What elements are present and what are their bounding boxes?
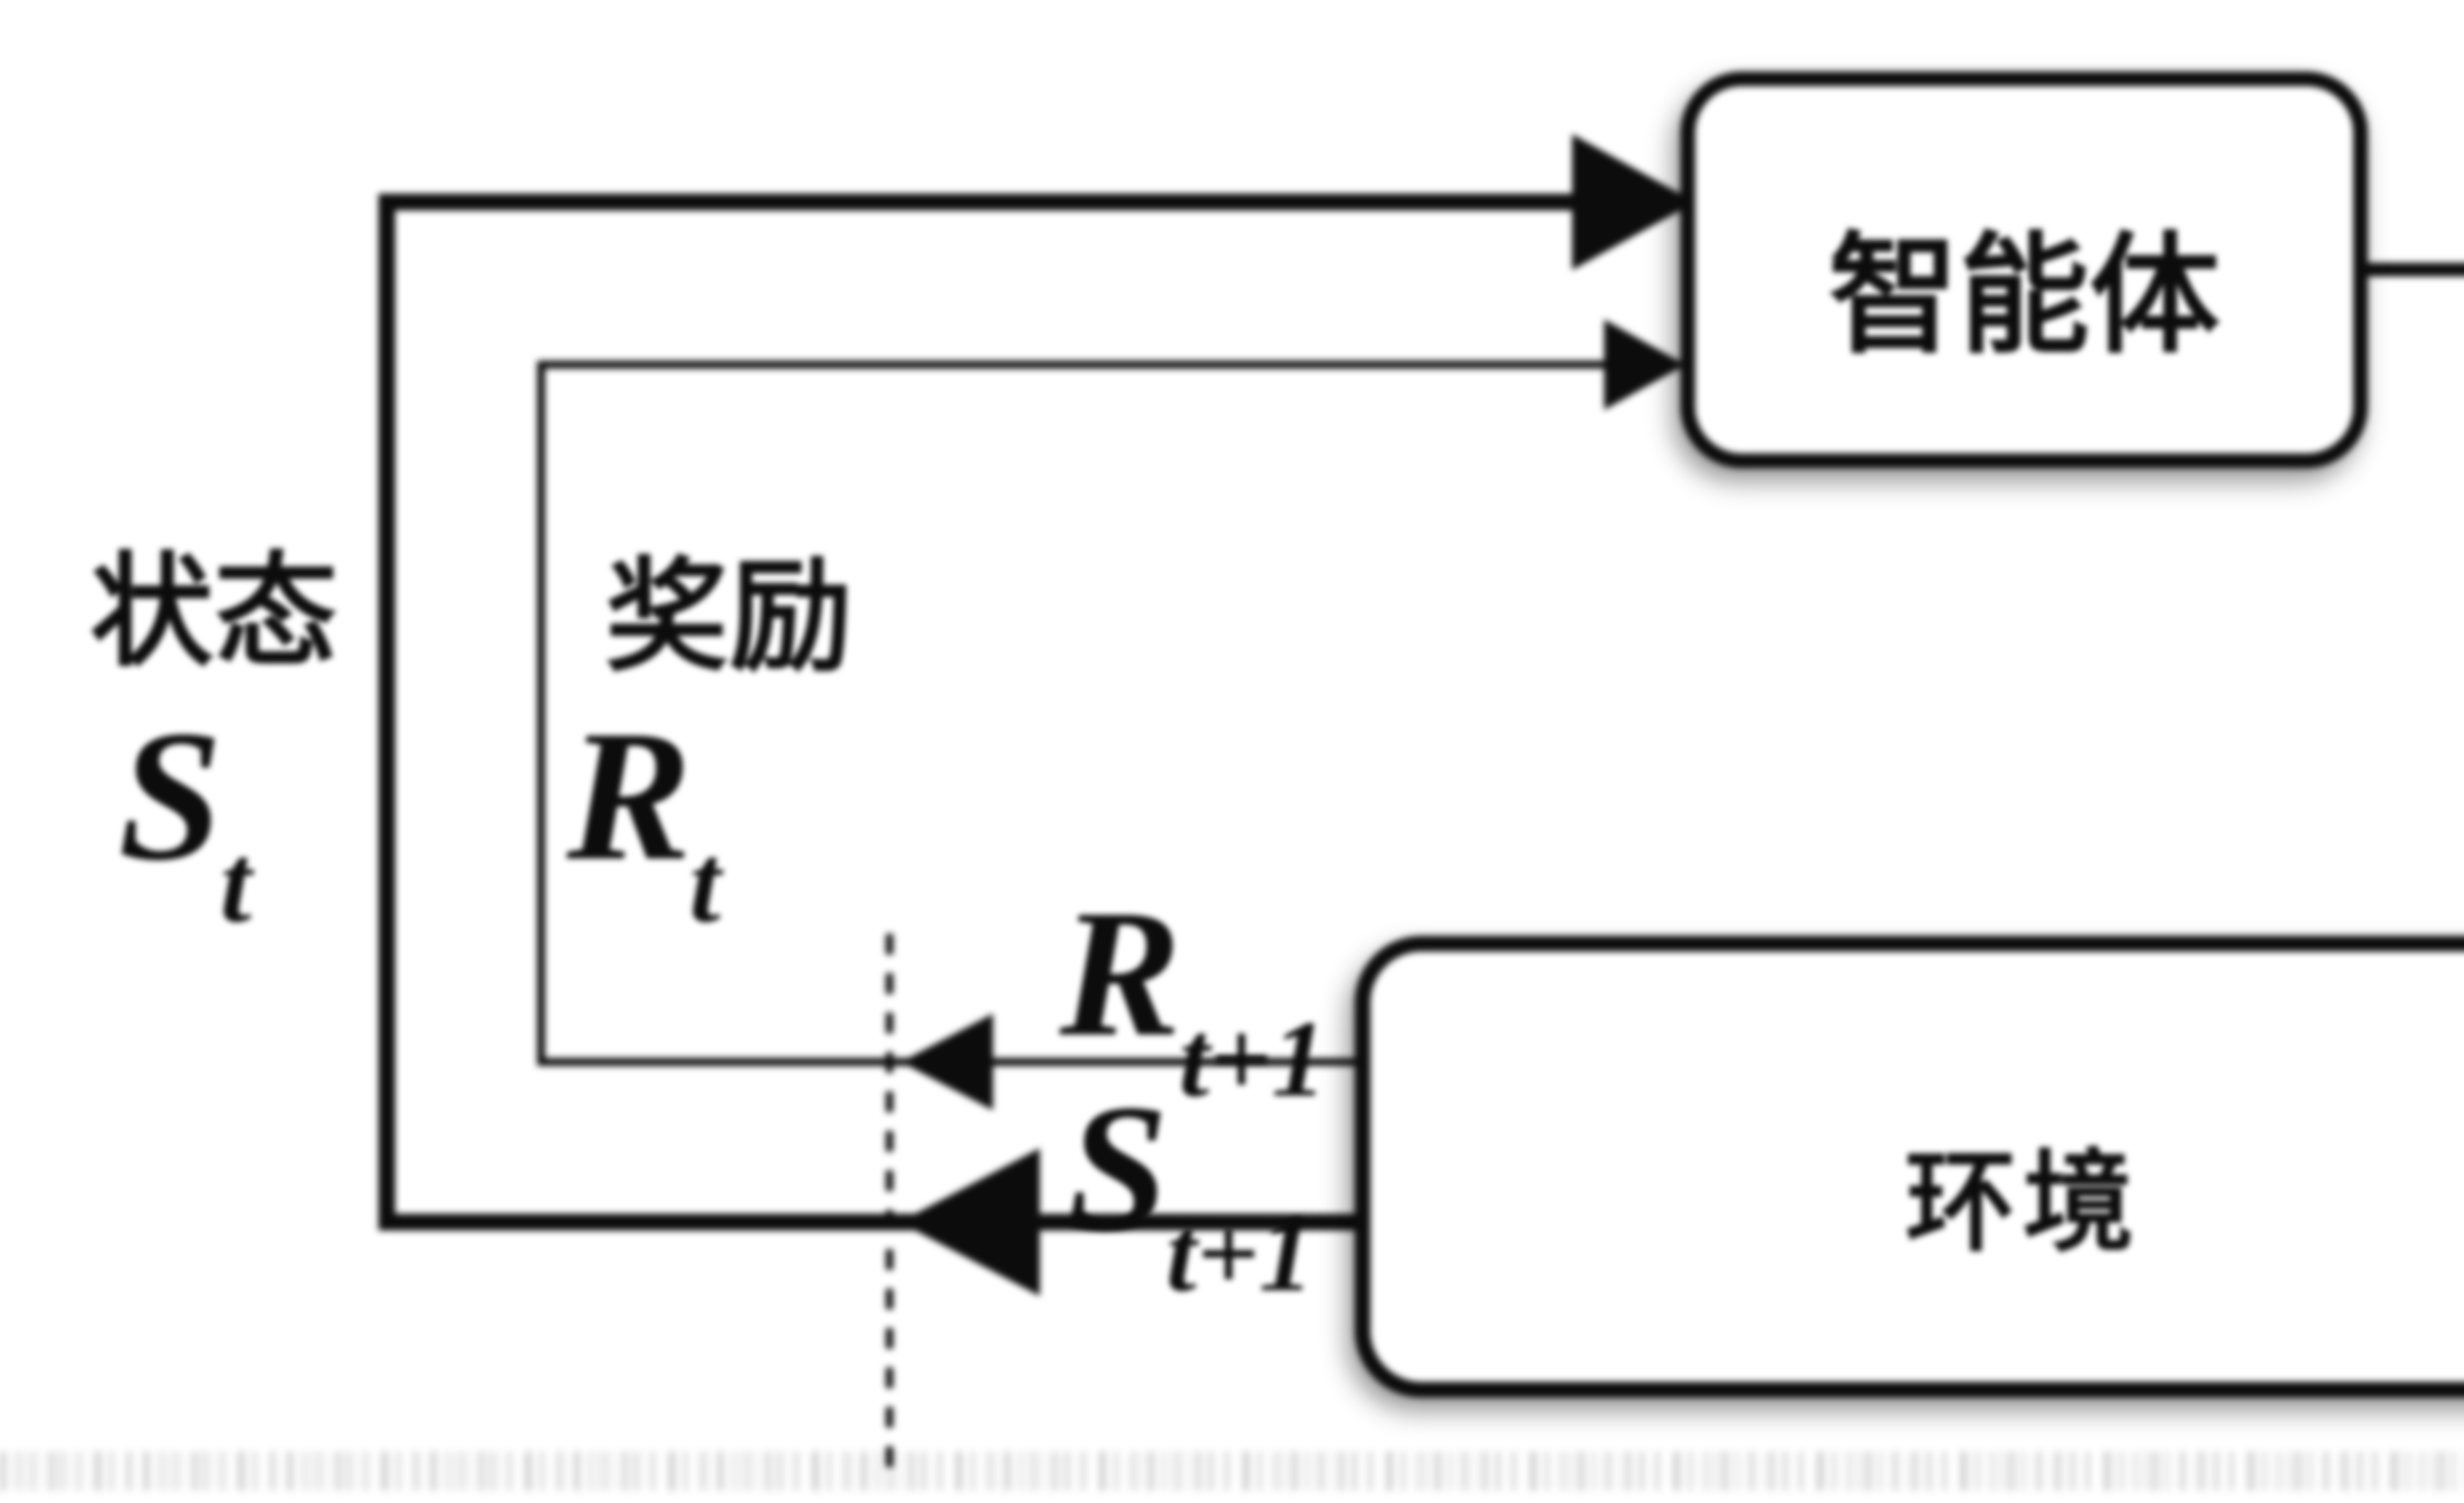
next-reward-label: Rt+1 xyxy=(1060,882,1329,1114)
state-symbol-letter: S xyxy=(118,692,223,899)
state-into-agent-arrowhead-icon xyxy=(1572,134,1695,270)
reward-symbol: Rt xyxy=(567,702,723,940)
environment-box-label: 环境 xyxy=(1905,1142,2141,1265)
clipped-caption-smudge xyxy=(0,1451,2464,1491)
state-caption: 状态 xyxy=(90,545,339,682)
reward-into-agent-arrowhead-icon xyxy=(1604,319,1685,410)
reward-symbol-letter: R xyxy=(567,692,692,899)
next-state-letter: S xyxy=(1067,1067,1168,1269)
agent-box xyxy=(1680,71,2368,468)
reward-symbol-subscript: t xyxy=(689,821,721,946)
next-state-arrowhead-icon xyxy=(899,1148,1040,1296)
next-reward-arrowhead-icon xyxy=(901,1014,993,1110)
state-symbol-subscript: t xyxy=(220,821,252,946)
state-symbol: St xyxy=(118,702,254,940)
next-state-label: St+1 xyxy=(1067,1077,1316,1308)
next-reward-letter: R xyxy=(1060,872,1181,1074)
next-state-subscript: t+1 xyxy=(1166,1193,1314,1314)
next-reward-subscript: t+1 xyxy=(1179,998,1327,1120)
environment-box xyxy=(1355,936,2464,1398)
state-loop-line xyxy=(378,194,1592,1230)
agent-box-label: 智能体 xyxy=(1828,225,2220,369)
reward-caption: 奖励 xyxy=(605,550,854,686)
